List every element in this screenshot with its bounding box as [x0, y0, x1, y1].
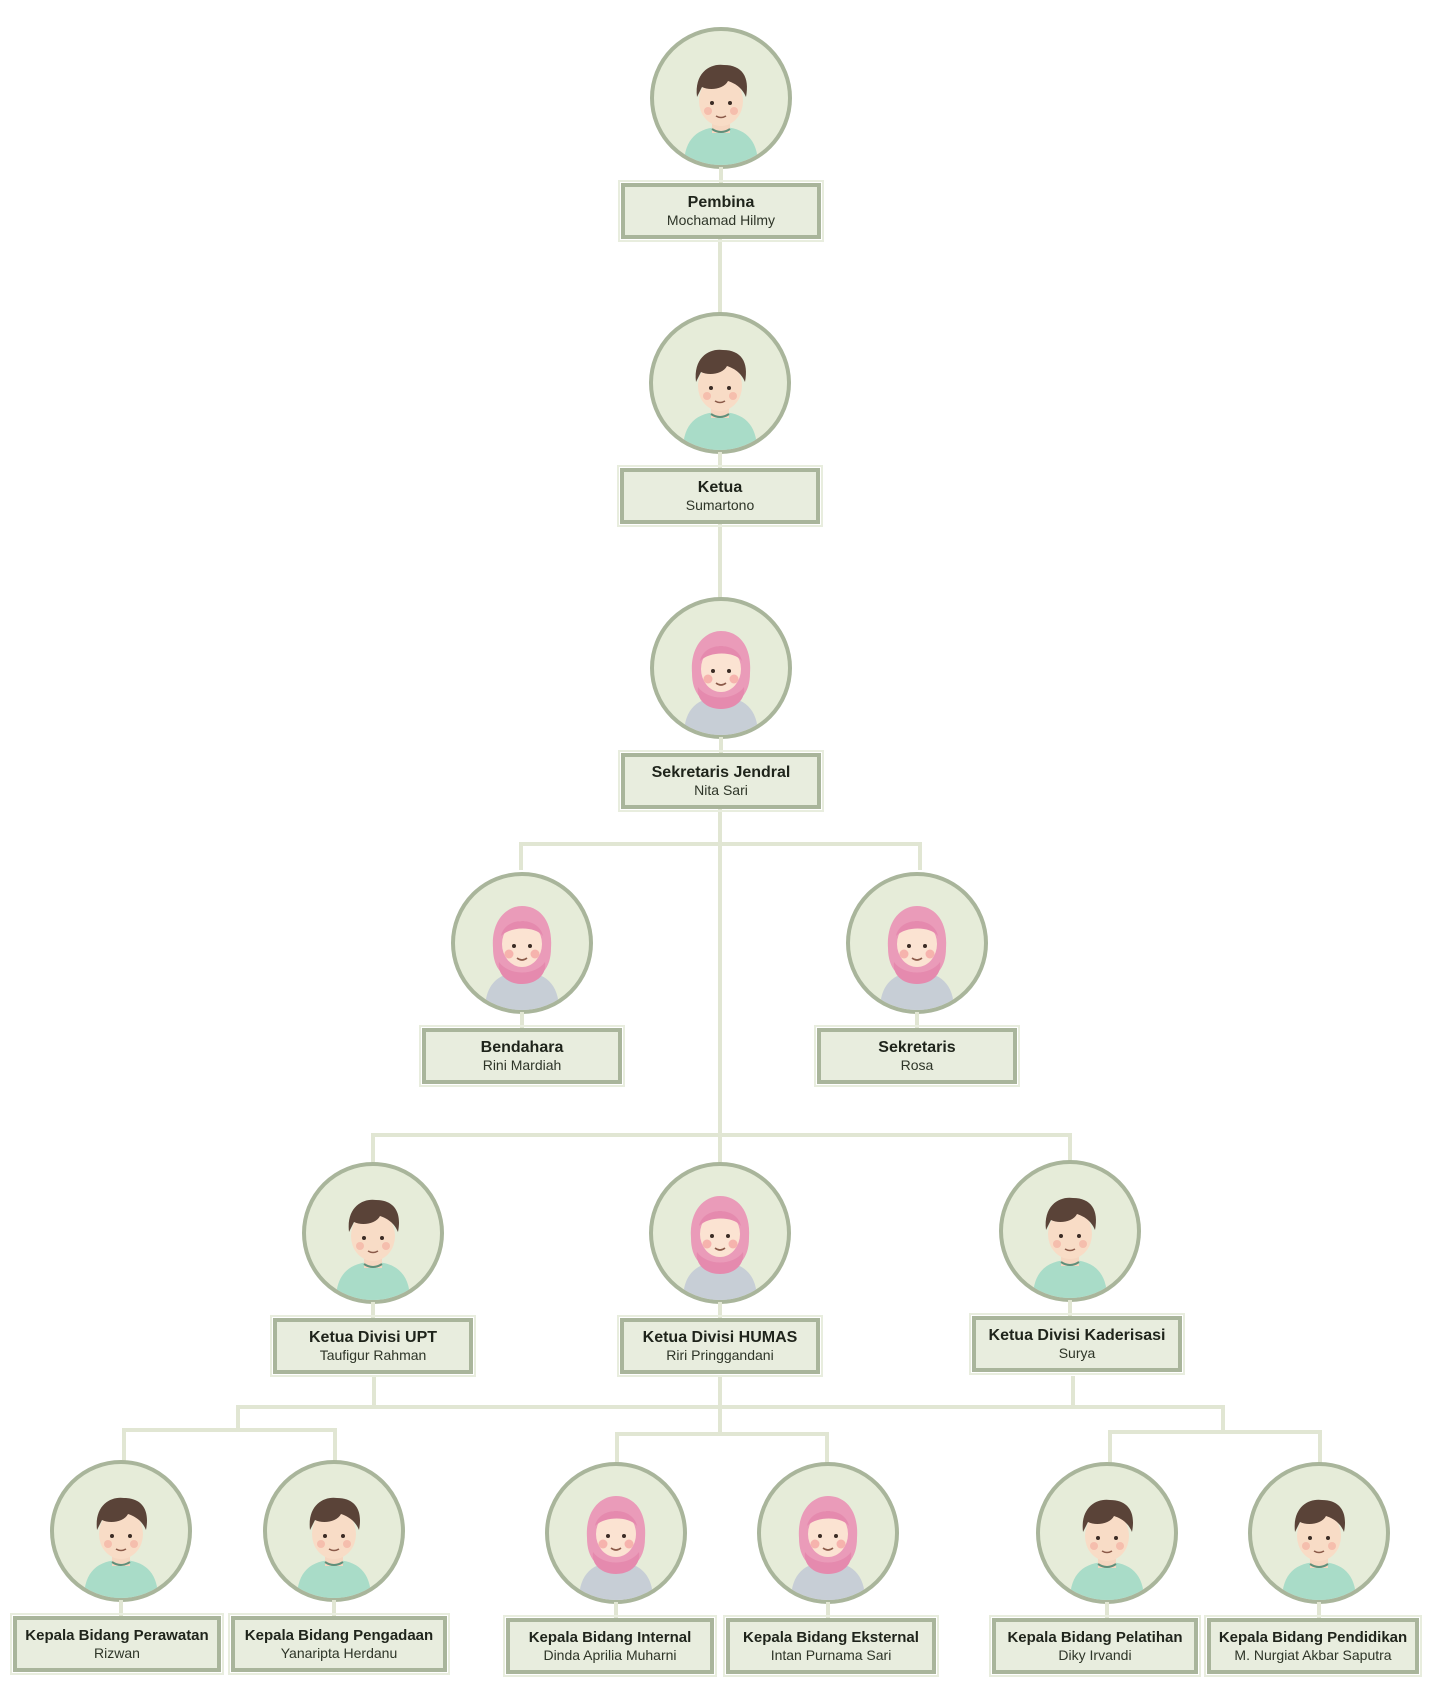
node-ketua-divisi-upt: Ketua Divisi UPT Taufigur Rahman [263, 1162, 483, 1392]
person-name: Yanaripta Herdanu [280, 1645, 398, 1661]
female-hijab-avatar-icon [451, 872, 593, 1014]
female-hijab-avatar-icon [649, 1162, 791, 1304]
node-kepala-bidang-pelatihan: Kepala Bidang Pelatihan Diky Irvandi [989, 1462, 1217, 1692]
position-card: Kepala Bidang Internal Dinda Aprilia Muh… [503, 1615, 717, 1677]
position-title: Kepala Bidang Internal [528, 1629, 692, 1646]
position-title: Sekretaris Jendral [651, 764, 791, 781]
connector-sekjen-secretariat [519, 842, 922, 870]
position-card: Sekretaris Jendral Nita Sari [618, 750, 824, 812]
node-stem [718, 1302, 722, 1322]
connector-division-bus [236, 1376, 1225, 1409]
position-title: Kepala Bidang Pelatihan [1007, 1629, 1183, 1646]
node-kepala-bidang-pengadaan: Kepala Bidang Pengadaan Yanaripta Herdan… [224, 1460, 450, 1690]
person-name: M. Nurgiat Akbar Saputra [1234, 1647, 1392, 1663]
node-kepala-bidang-pendidikan: Kepala Bidang Pendidikan M. Nurgiat Akba… [1204, 1462, 1429, 1692]
node-stem [826, 1602, 830, 1622]
person-name: Diky Irvandi [1058, 1647, 1132, 1663]
node-kepala-bidang-perawatan: Kepala Bidang Perawatan Rizwan [10, 1460, 231, 1690]
male-avatar-icon [649, 312, 791, 454]
male-avatar-icon [263, 1460, 405, 1602]
node-sekretaris-jendral: Sekretaris Jendral Nita Sari [611, 597, 831, 827]
person-name: Mochamad Hilmy [666, 212, 776, 228]
node-stem [119, 1600, 123, 1620]
male-avatar-icon [302, 1162, 444, 1304]
position-title: Ketua Divisi UPT [308, 1329, 438, 1346]
node-stem [520, 1012, 524, 1032]
node-stem [332, 1600, 336, 1620]
node-bendahara: Bendahara Rini Mardiah [412, 872, 632, 1102]
position-title: Kepala Bidang Pengadaan [244, 1627, 434, 1644]
position-title: Sekretaris [878, 1039, 956, 1056]
position-card: Kepala Bidang Perawatan Rizwan [10, 1613, 224, 1675]
female-hijab-avatar-icon [545, 1462, 687, 1604]
node-sekretaris: Sekretaris Rosa [807, 872, 1027, 1102]
node-ketua-divisi-humas: Ketua Divisi HUMAS Riri Pringgandani [610, 1162, 830, 1392]
person-name: Riri Pringgandani [666, 1347, 774, 1363]
node-stem [719, 737, 723, 757]
node-kepala-bidang-internal: Kepala Bidang Internal Dinda Aprilia Muh… [503, 1462, 726, 1692]
position-title: Kepala Bidang Eksternal [743, 1629, 919, 1646]
node-stem [719, 167, 723, 187]
node-stem [718, 452, 722, 472]
node-ketua: Ketua Sumartono [610, 312, 830, 542]
position-title: Ketua Divisi Kaderisasi [988, 1327, 1166, 1344]
node-stem [915, 1012, 919, 1032]
position-title: Ketua Divisi HUMAS [642, 1329, 798, 1346]
female-hijab-avatar-icon [846, 872, 988, 1014]
person-name: Taufigur Rahman [319, 1347, 427, 1363]
position-title: Kepala Bidang Perawatan [25, 1627, 209, 1644]
node-ketua-divisi-kaderisasi: Ketua Divisi Kaderisasi Surya [960, 1160, 1185, 1390]
node-stem [1105, 1602, 1109, 1622]
position-title: Pembina [687, 194, 755, 211]
position-card: Kepala Bidang Pengadaan Yanaripta Herdan… [228, 1613, 450, 1675]
position-card: Kepala Bidang Eksternal Intan Purnama Sa… [723, 1615, 939, 1677]
person-name: Rizwan [94, 1645, 140, 1661]
position-title: Ketua [697, 479, 743, 496]
position-card: Ketua Divisi Kaderisasi Surya [969, 1313, 1185, 1375]
node-stem [614, 1602, 618, 1622]
node-stem [371, 1302, 375, 1322]
person-name: Rosa [900, 1057, 934, 1073]
position-card: Ketua Divisi UPT Taufigur Rahman [270, 1315, 476, 1377]
connector-kaderisasi-group [1108, 1405, 1322, 1464]
male-avatar-icon [1248, 1462, 1390, 1604]
position-card: Ketua Divisi HUMAS Riri Pringgandani [617, 1315, 823, 1377]
person-name: Surya [1058, 1345, 1096, 1361]
male-avatar-icon [999, 1160, 1141, 1302]
male-avatar-icon [650, 27, 792, 169]
person-name: Intan Purnama Sari [770, 1647, 892, 1663]
person-name: Sumartono [685, 497, 755, 513]
person-name: Rini Mardiah [482, 1057, 562, 1073]
position-card: Sekretaris Rosa [814, 1025, 1020, 1087]
connector-upt-group [122, 1405, 337, 1462]
person-name: Nita Sari [694, 782, 748, 798]
position-card: Bendahara Rini Mardiah [419, 1025, 625, 1087]
person-name: Dinda Aprilia Muharni [543, 1647, 677, 1663]
connector-humas-group [615, 1405, 829, 1464]
male-avatar-icon [50, 1460, 192, 1602]
position-title: Bendahara [480, 1039, 564, 1056]
node-pembina: Pembina Mochamad Hilmy [611, 27, 831, 257]
connector-divisions [371, 1133, 1072, 1162]
male-avatar-icon [1036, 1462, 1178, 1604]
position-title: Kepala Bidang Pendidikan [1218, 1629, 1408, 1646]
node-stem [1068, 1300, 1072, 1320]
female-hijab-avatar-icon [757, 1462, 899, 1604]
position-card: Pembina Mochamad Hilmy [618, 180, 824, 242]
position-card: Ketua Sumartono [617, 465, 823, 527]
node-kepala-bidang-eksternal: Kepala Bidang Eksternal Intan Purnama Sa… [718, 1462, 939, 1692]
node-stem [1317, 1602, 1321, 1622]
female-hijab-avatar-icon [650, 597, 792, 739]
position-card: Kepala Bidang Pendidikan M. Nurgiat Akba… [1204, 1615, 1422, 1677]
position-card: Kepala Bidang Pelatihan Diky Irvandi [989, 1615, 1201, 1677]
